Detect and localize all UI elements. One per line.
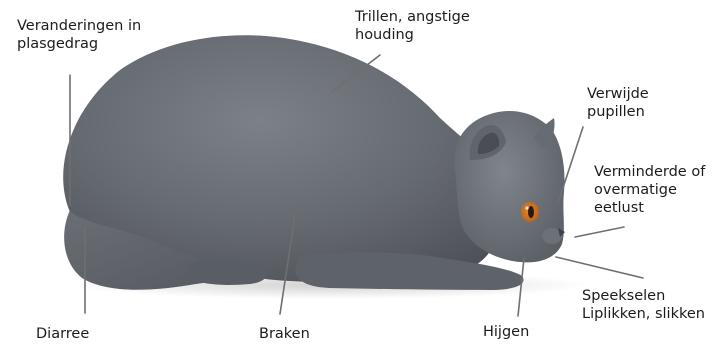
label-line: plasgedrag <box>17 35 141 53</box>
label-vomiting: Braken <box>259 325 310 343</box>
cat-front-legs <box>295 252 523 290</box>
cat-figure <box>63 35 590 299</box>
label-line: houding <box>355 26 470 44</box>
label-line: overmatige <box>594 181 705 199</box>
cat-pupil <box>528 206 534 218</box>
label-line: Speekselen <box>582 287 705 305</box>
label-trembling-anxious-posture: Trillen, angstige houding <box>355 8 470 44</box>
label-line: Diarree <box>36 325 89 343</box>
label-dilated-pupils: Verwijde pupillen <box>587 85 649 121</box>
label-line: pupillen <box>587 103 649 121</box>
label-line: Hijgen <box>483 323 529 341</box>
label-line: Verminderde of <box>594 163 705 181</box>
label-panting: Hijgen <box>483 323 529 341</box>
leader-line-saliva <box>556 257 643 278</box>
leader-line-appetite <box>575 227 624 237</box>
label-line: Trillen, angstige <box>355 8 470 26</box>
cat-eye-glint <box>525 206 528 209</box>
label-line: Liplikken, slikken <box>582 305 705 323</box>
label-diarrhea: Diarree <box>36 325 89 343</box>
label-line: eetlust <box>594 199 705 217</box>
label-appetite-change: Verminderde of overmatige eetlust <box>594 163 705 217</box>
label-changes-in-urination: Veranderingen in plasgedrag <box>17 17 141 53</box>
label-line: Verwijde <box>587 85 649 103</box>
label-line: Braken <box>259 325 310 343</box>
label-line: Veranderingen in <box>17 17 141 35</box>
label-salivating-lip-licking: Speekselen Liplikken, slikken <box>582 287 705 323</box>
